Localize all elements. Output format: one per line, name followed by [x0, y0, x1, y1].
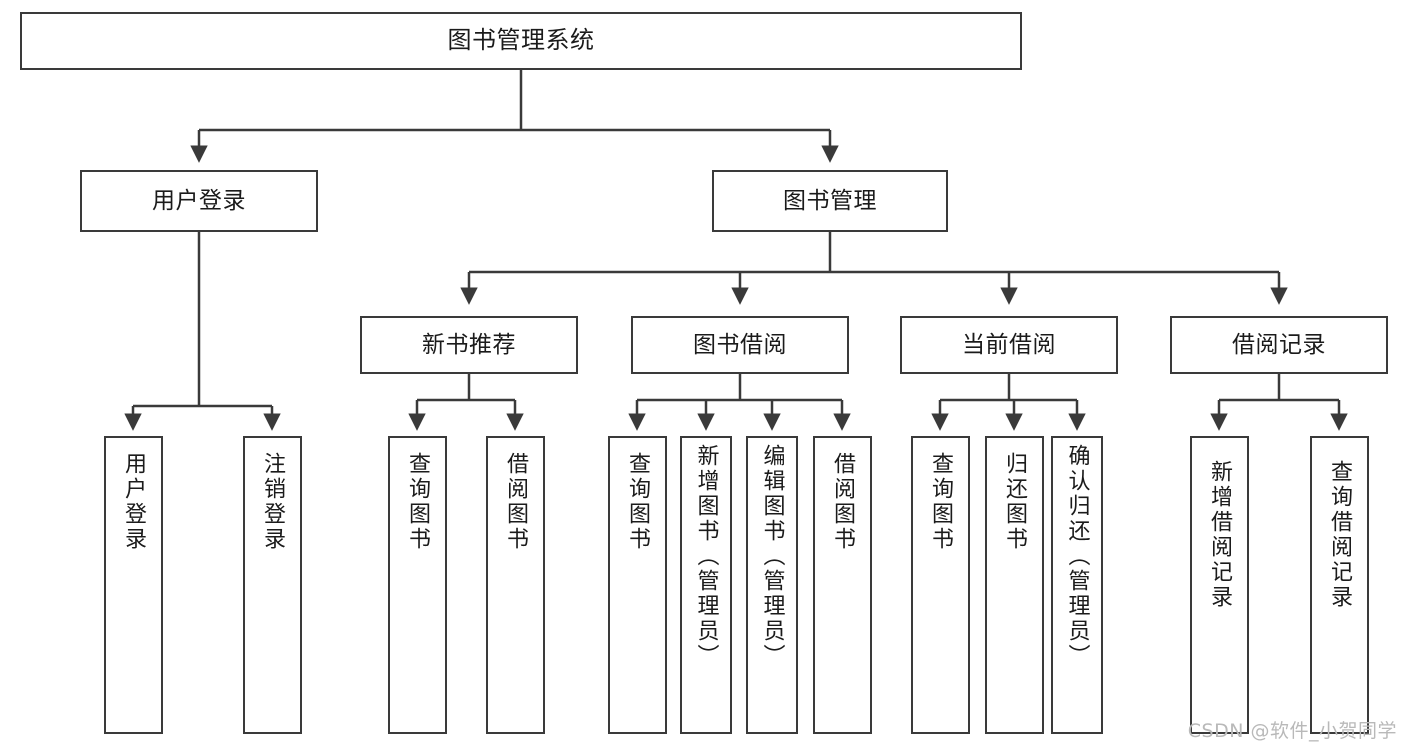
node-leaf-borrow-book-2[interactable]: 借阅图书 — [813, 436, 872, 734]
node-leaf-edit-book[interactable]: 编辑图书（管理员） — [746, 436, 798, 734]
node-book-manage[interactable]: 图书管理 — [712, 170, 948, 232]
node-new-book-recommend[interactable]: 新书推荐 — [360, 316, 578, 374]
node-book-borrow[interactable]: 图书借阅 — [631, 316, 849, 374]
csdn-watermark: CSDN @软件_小贺同学 — [1187, 720, 1397, 742]
node-leaf-query-record[interactable]: 查询借阅记录 — [1310, 436, 1369, 734]
node-leaf-edit-book-label: 编辑图书（管理员） — [759, 444, 785, 669]
node-new-book-recommend-label: 新书推荐 — [422, 331, 516, 358]
node-leaf-user-login-label: 用户登录 — [121, 452, 147, 552]
node-leaf-query-book-2[interactable]: 查询图书 — [608, 436, 667, 734]
node-borrow-record[interactable]: 借阅记录 — [1170, 316, 1388, 374]
node-leaf-query-book-1-label: 查询图书 — [405, 452, 431, 552]
node-leaf-add-book[interactable]: 新增图书（管理员） — [680, 436, 732, 734]
node-leaf-return-book-label: 归还图书 — [1002, 452, 1028, 552]
node-leaf-confirm-return-label: 确认归还（管理员） — [1064, 444, 1090, 669]
node-leaf-borrow-book-2-label: 借阅图书 — [830, 452, 856, 552]
node-leaf-logout-label: 注销登录 — [260, 452, 286, 552]
node-leaf-add-book-label: 新增图书（管理员） — [693, 444, 719, 669]
node-leaf-borrow-book-1[interactable]: 借阅图书 — [486, 436, 545, 734]
node-leaf-query-book-2-label: 查询图书 — [625, 452, 651, 552]
node-leaf-query-record-label: 查询借阅记录 — [1327, 460, 1353, 610]
node-leaf-logout[interactable]: 注销登录 — [243, 436, 302, 734]
node-leaf-borrow-book-1-label: 借阅图书 — [503, 452, 529, 552]
node-leaf-return-book[interactable]: 归还图书 — [985, 436, 1044, 734]
node-root[interactable]: 图书管理系统 — [20, 12, 1022, 70]
node-user-login-label: 用户登录 — [152, 187, 246, 214]
node-current-borrow-label: 当前借阅 — [962, 331, 1056, 358]
node-leaf-add-record[interactable]: 新增借阅记录 — [1190, 436, 1249, 734]
node-book-manage-label: 图书管理 — [783, 187, 877, 214]
node-root-label: 图书管理系统 — [447, 26, 595, 55]
node-leaf-add-record-label: 新增借阅记录 — [1207, 460, 1233, 610]
node-leaf-query-book-1[interactable]: 查询图书 — [388, 436, 447, 734]
node-leaf-user-login[interactable]: 用户登录 — [104, 436, 163, 734]
node-current-borrow[interactable]: 当前借阅 — [900, 316, 1118, 374]
node-borrow-record-label: 借阅记录 — [1232, 331, 1326, 358]
node-leaf-query-book-3-label: 查询图书 — [928, 452, 954, 552]
node-leaf-query-book-3[interactable]: 查询图书 — [911, 436, 970, 734]
node-leaf-confirm-return[interactable]: 确认归还（管理员） — [1051, 436, 1103, 734]
node-book-borrow-label: 图书借阅 — [693, 331, 787, 358]
node-user-login[interactable]: 用户登录 — [80, 170, 318, 232]
